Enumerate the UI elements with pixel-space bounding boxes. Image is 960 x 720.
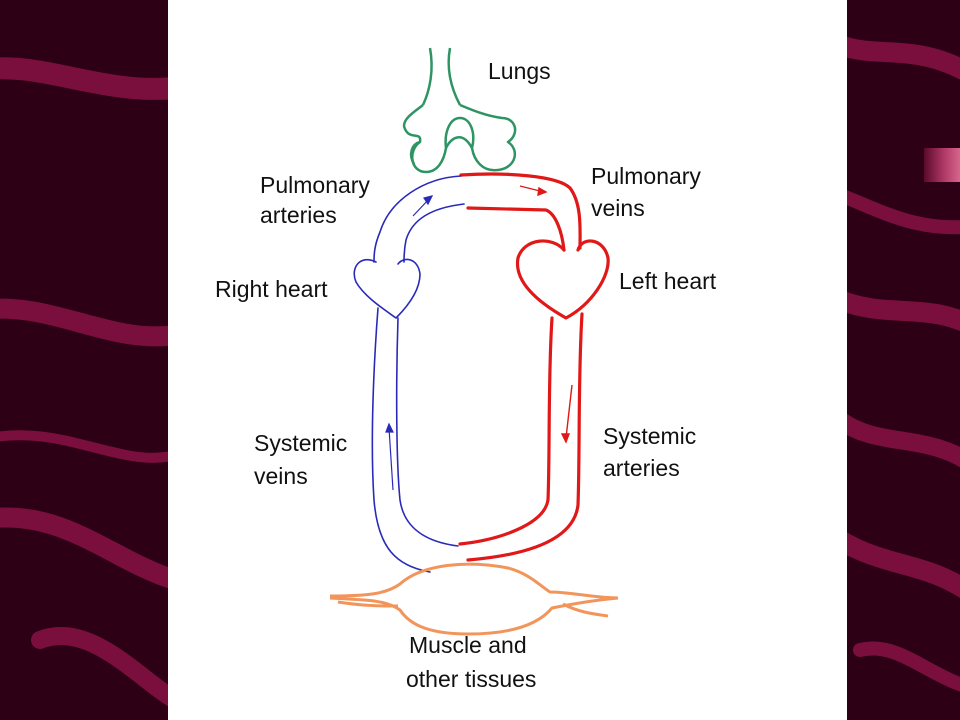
systemic-vein-inner — [395, 317, 459, 547]
left-heart — [515, 239, 610, 320]
label-right-heart: Right heart — [215, 276, 328, 302]
stripe-right-4 — [831, 411, 960, 468]
stripe-left-2 — [0, 298, 185, 347]
stripe-right-1 — [830, 35, 960, 80]
stripe-right-6 — [853, 641, 960, 692]
stripe-left-3 — [0, 507, 185, 590]
lungs-outline — [402, 47, 517, 174]
slide-tab-accent — [924, 148, 960, 182]
arrow-systemic-artery — [565, 384, 573, 439]
right-heart — [353, 258, 421, 319]
label-pulmonary-veins-line1: Pulmonary — [591, 163, 701, 189]
stripe-left-5 — [0, 430, 180, 463]
systemic-vein-outer — [371, 307, 431, 573]
label-systemic-arteries-line1: Systemic — [603, 423, 697, 449]
label-systemic-veins-line2: veins — [254, 463, 308, 489]
pulmonary-vein-inner — [466, 206, 566, 252]
stripe-right-3 — [830, 290, 960, 332]
label-lungs: Lungs — [488, 58, 551, 84]
circulation-diagram — [329, 47, 619, 636]
slide-panel: Lungs Pulmonary arteries Pulmonary veins… — [168, 0, 847, 720]
arrow-systemic-vein — [388, 427, 394, 491]
systemic-artery-inner — [458, 316, 554, 546]
stripe-left-1 — [0, 57, 186, 100]
stripe-right-5 — [830, 530, 960, 599]
label-pulmonary-veins-line2: veins — [591, 195, 645, 221]
label-systemic-veins-line1: Systemic — [254, 430, 348, 456]
label-tissues-line2: other tissues — [406, 666, 537, 692]
tissue-outline — [329, 562, 619, 636]
deoxygenated-flow-arrows — [385, 195, 434, 491]
tissue-left-branch — [337, 600, 399, 608]
stripe-left-4 — [31, 627, 184, 709]
stripe-right-2 — [833, 188, 960, 235]
lung-center — [444, 136, 474, 149]
pulmonary-artery-inner — [403, 203, 465, 263]
oxygenated-flow-arrows — [519, 185, 573, 444]
lung-left-lobe — [409, 140, 421, 165]
pulmonary-artery-outer — [373, 175, 462, 263]
tissue-capillary-bed — [329, 562, 619, 636]
label-left-heart: Left heart — [619, 268, 717, 294]
label-tissues-line1: Muscle and — [409, 632, 527, 658]
lung-lobes — [402, 103, 517, 174]
deoxygenated-circuit — [353, 175, 465, 573]
trachea-left — [421, 47, 433, 106]
pulmonary-vein-outer — [459, 172, 582, 250]
systemic-artery-outer — [466, 312, 584, 562]
label-systemic-arteries-line2: arteries — [603, 455, 680, 481]
oxygenated-circuit — [458, 172, 610, 562]
trachea-right — [447, 47, 462, 106]
tissue-right-branch — [562, 602, 609, 618]
label-pulmonary-arteries-line1: Pulmonary — [260, 172, 370, 198]
label-pulmonary-arteries-line2: arteries — [260, 202, 337, 228]
